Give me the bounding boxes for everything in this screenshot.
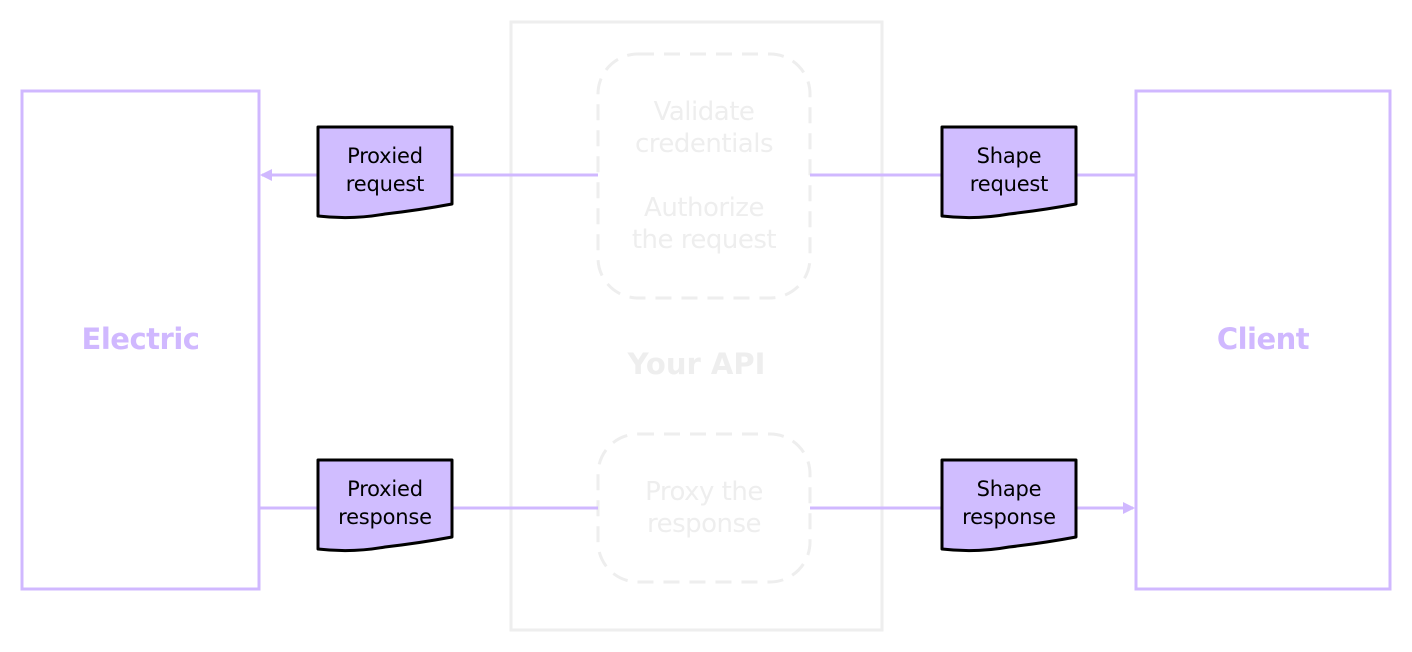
- proxied-request-line-1: Proxied: [347, 144, 423, 168]
- shape-response-label: Shape response: [942, 474, 1076, 532]
- shape-response-document: [940, 458, 1078, 553]
- shape-request-label: Shape request: [942, 141, 1076, 199]
- shape-request-line-1: Shape: [976, 144, 1042, 168]
- proxied-response-line-1: Proxied: [347, 477, 423, 501]
- proxy-line-1: Proxy the: [645, 477, 763, 507]
- api-label: Your API: [627, 347, 766, 381]
- shape-request-document: [940, 125, 1078, 220]
- shape-response-line-2: response: [962, 505, 1056, 529]
- proxy-response-label: Proxy the response: [598, 474, 810, 542]
- validate-line-1: Validate: [653, 97, 755, 127]
- authorize-request-label: Authorize the request: [598, 190, 810, 258]
- proxied-response-label: Proxied response: [318, 474, 452, 532]
- authorize-line-2: the request: [631, 225, 777, 255]
- electric-box: [20, 89, 261, 591]
- validate-credentials-label: Validate credentials: [598, 94, 810, 162]
- auth-steps-container: [596, 52, 812, 300]
- authorize-line-1: Authorize: [644, 193, 764, 223]
- proxied-response-document: [316, 458, 454, 553]
- shape-request-line-2: request: [969, 172, 1049, 196]
- proxied-response-line-2: response: [338, 505, 432, 529]
- proxied-request-document: [316, 125, 454, 220]
- validate-line-2: credentials: [634, 129, 774, 159]
- api-container: [509, 20, 884, 632]
- proxied-request-line-2: request: [345, 172, 425, 196]
- client-box: [1134, 89, 1392, 591]
- electric-label: Electric: [81, 322, 200, 356]
- proxy-line-2: response: [646, 509, 762, 539]
- shape-response-line-1: Shape: [976, 477, 1042, 501]
- client-label: Client: [1216, 322, 1310, 356]
- proxied-request-label: Proxied request: [318, 141, 452, 199]
